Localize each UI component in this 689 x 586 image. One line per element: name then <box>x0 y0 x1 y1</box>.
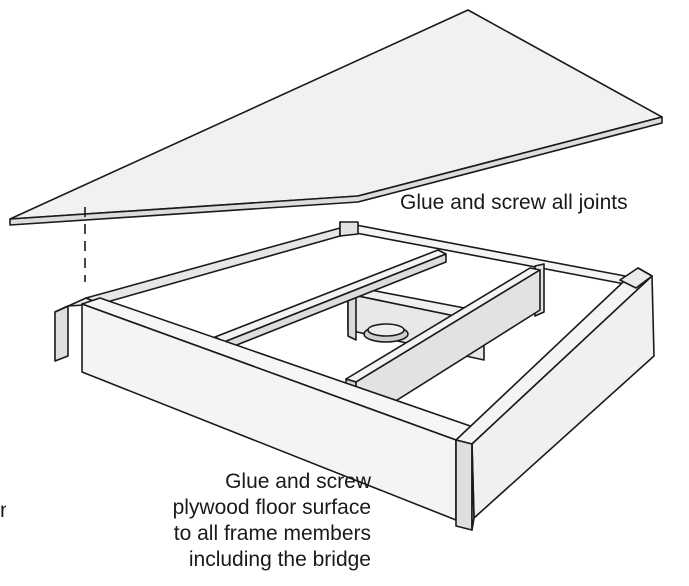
callout-glue-floor: Glue and screw plywood floor surface to … <box>173 469 371 573</box>
frame-interior-floor <box>102 236 622 436</box>
callout-floor-line-2: plywood floor surface <box>172 496 371 519</box>
callout-floor-line-3: to all frame members <box>173 522 371 545</box>
right-end-cap <box>455 439 475 531</box>
cropped-edge-text: n <box>0 500 6 522</box>
callout-floor-line-1: Glue and screw <box>225 470 371 493</box>
right-end-plank <box>619 267 653 289</box>
bridge-bolt <box>363 323 409 343</box>
plywood-floor-sheet <box>9 9 663 226</box>
callout-floor-line-4: including the bridge <box>188 548 371 571</box>
callout-glue-joints: Glue and screw all joints <box>400 191 628 214</box>
cross-slat-1 <box>214 249 447 351</box>
